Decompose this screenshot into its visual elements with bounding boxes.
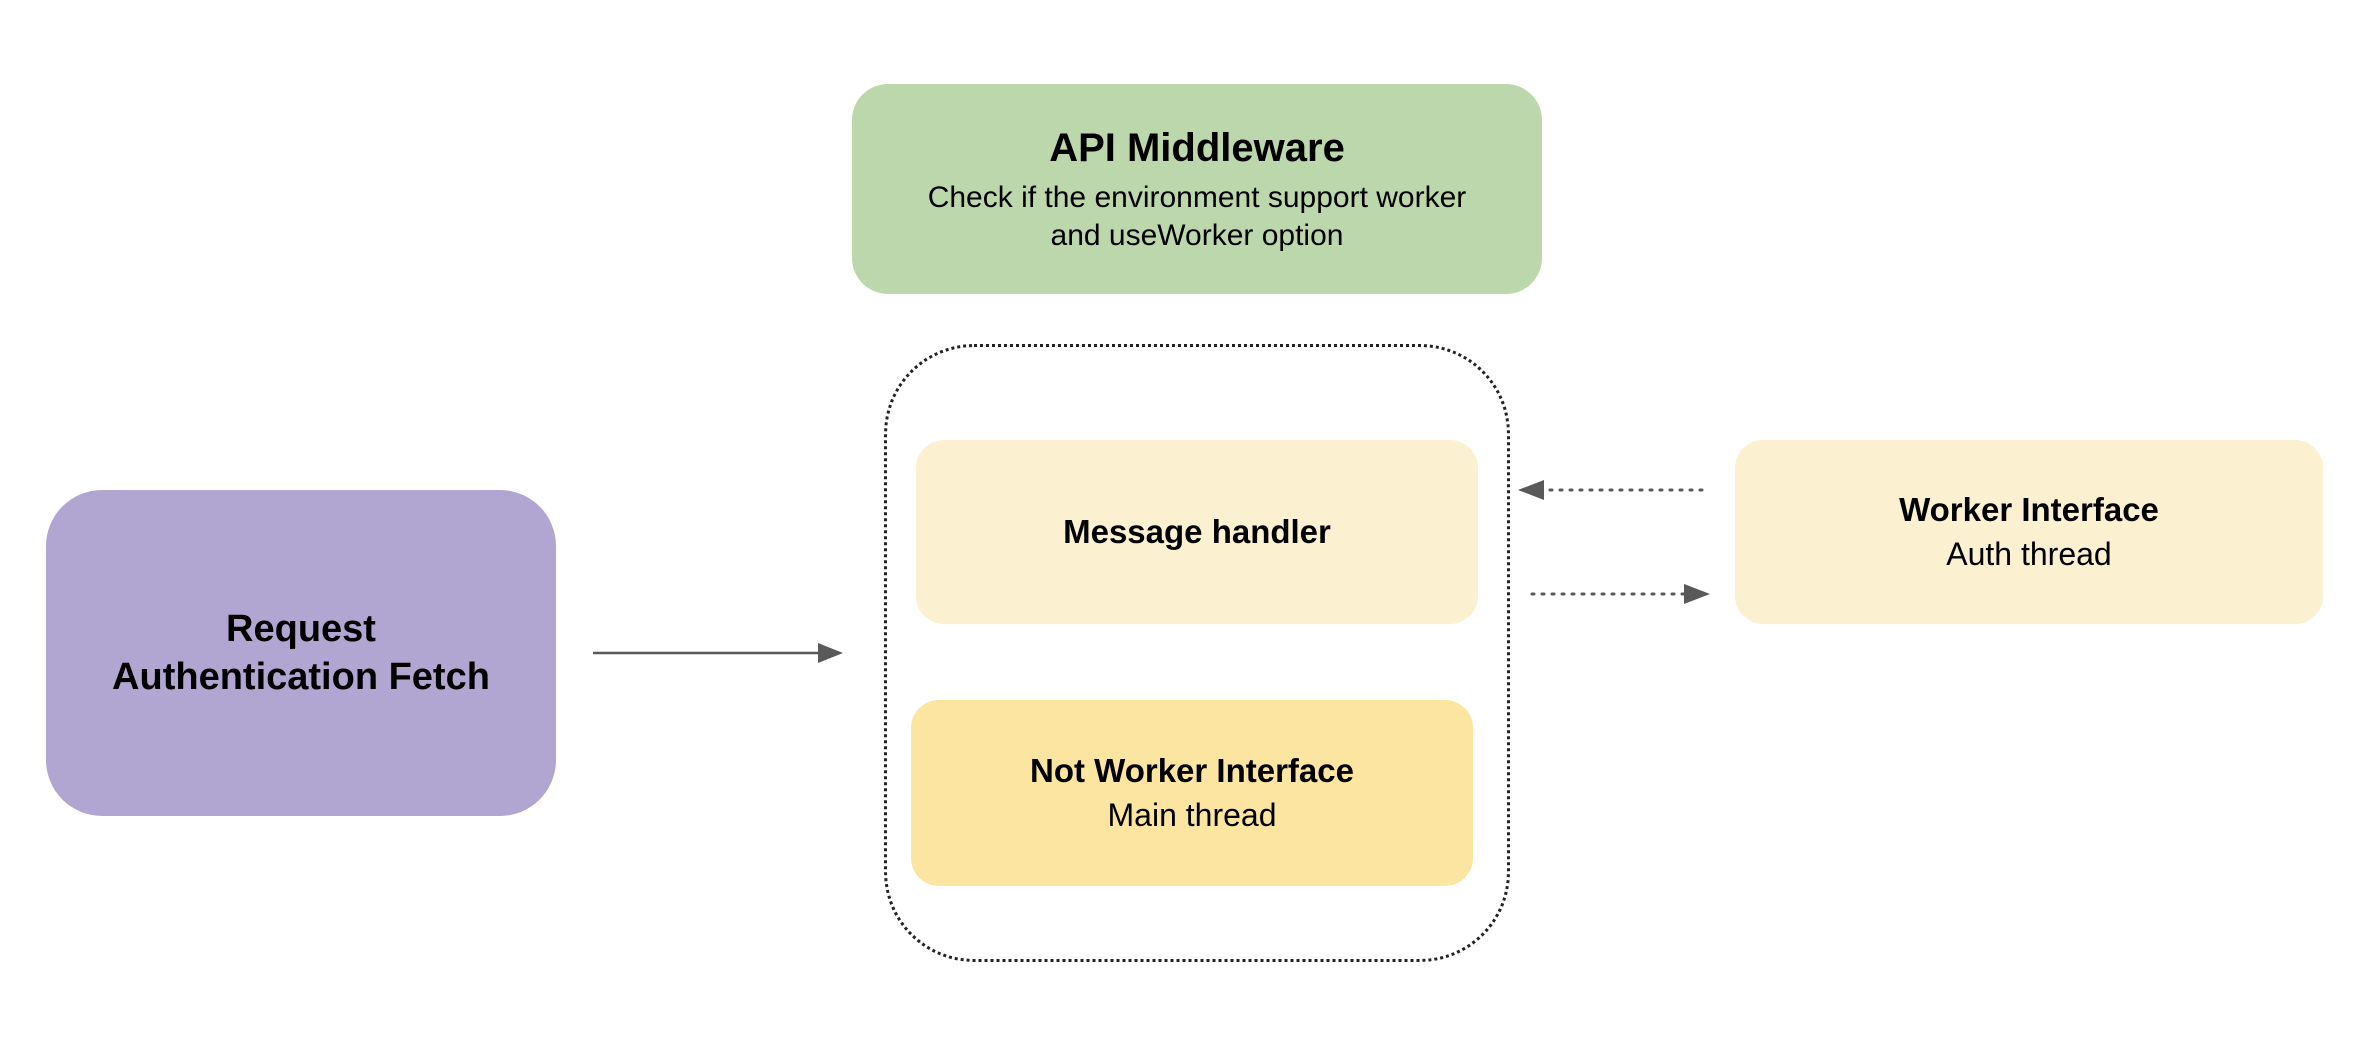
worker-interface-subtitle: Auth thread: [1946, 535, 2112, 572]
request-title-line2: Authentication Fetch: [112, 656, 490, 698]
not-worker-interface-subtitle: Main thread: [1107, 796, 1277, 833]
api-middleware-title: API Middleware: [1049, 126, 1345, 170]
not-worker-interface-title: Not Worker Interface: [1030, 751, 1354, 789]
message-handler-title: Message handler: [1063, 513, 1331, 551]
api-middleware-node: API Middleware Check if the environment …: [852, 84, 1542, 294]
not-worker-interface-node: Not Worker Interface Main thread: [911, 700, 1473, 886]
edge-worker-to-container-arrowhead: [1518, 480, 1544, 500]
edge-container-to-worker-arrowhead: [1684, 584, 1710, 604]
api-middleware-subtitle-line1: Check if the environment support worker: [927, 181, 1467, 214]
message-handler-node: Message handler: [916, 440, 1478, 624]
middleware-group-container: [884, 344, 1510, 962]
worker-interface-title: Worker Interface: [1899, 490, 2159, 528]
request-title-line1: Request: [226, 608, 376, 650]
api-middleware-subtitle-line2: and useWorker option: [1050, 219, 1344, 252]
request-authentication-fetch-node: Request Authentication Fetch: [46, 490, 556, 816]
edge-request-to-container-arrowhead: [818, 643, 843, 663]
worker-interface-node: Worker Interface Auth thread: [1735, 440, 2323, 624]
